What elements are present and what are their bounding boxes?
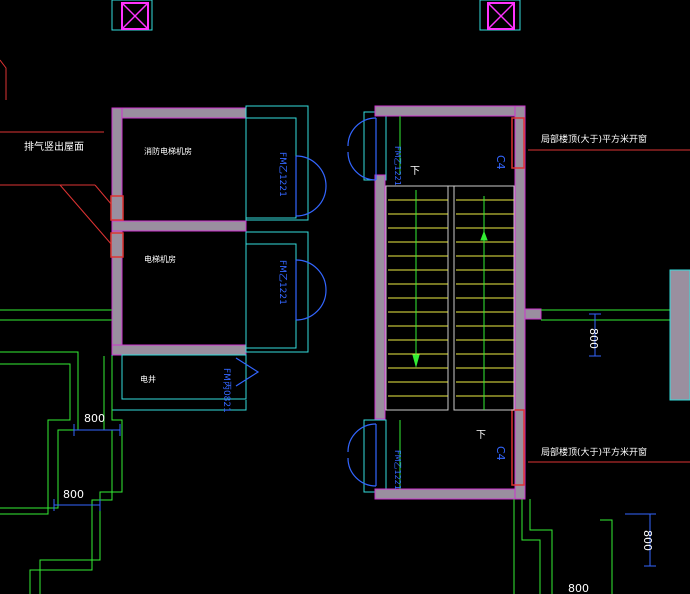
stair-down-label-top: 下 [410,166,420,177]
dimension-right-upper: 800 [587,328,600,349]
room-label-shaft: 电井 [140,374,156,384]
exhaust-note: 排气竖出屋面 [24,140,84,153]
door-tag-fm-c: FM丙0821 [221,368,232,413]
elevator-machine-rooms [110,107,247,356]
dimension-bottom: 800 [568,582,589,594]
window-note-top: 局部楼顶(大于)平方米开窗 [541,133,647,145]
column-marker-left [111,0,153,31]
window-tag-c4-top: C4 [494,155,507,170]
room-label-fire-elevator: 消防电梯机房 [144,146,192,156]
stair-core [374,105,542,500]
window-tag-c4-bottom: C4 [494,446,507,461]
dimension-left-lower: 800 [63,488,84,501]
stair-treads [385,185,515,411]
room-label-elevator: 电梯机房 [144,254,176,264]
door-swings-stair [347,117,377,487]
stair-down-label-bottom: 下 [476,430,486,441]
door-swings-left [235,155,327,387]
dimension-right-lower: 800 [641,530,654,551]
red-leaders [0,59,690,463]
dimension-ticks [53,313,656,567]
door-tag-fm-a: FM乙1221 [277,152,288,197]
right-column [669,269,690,401]
door-tag-fm-b: FM乙1221 [277,260,288,305]
column-marker-right [479,0,521,31]
stair-arrows [412,190,488,410]
green-outlines [0,116,670,594]
dimension-left-upper: 800 [84,412,105,425]
window-note-bottom: 局部楼顶(大于)平方米开窗 [541,446,647,458]
door-tag-fm-e: FM乙1221 [393,450,402,490]
cyan-outlines [111,105,387,493]
door-tag-fm-d: FM乙1221 [393,146,402,186]
